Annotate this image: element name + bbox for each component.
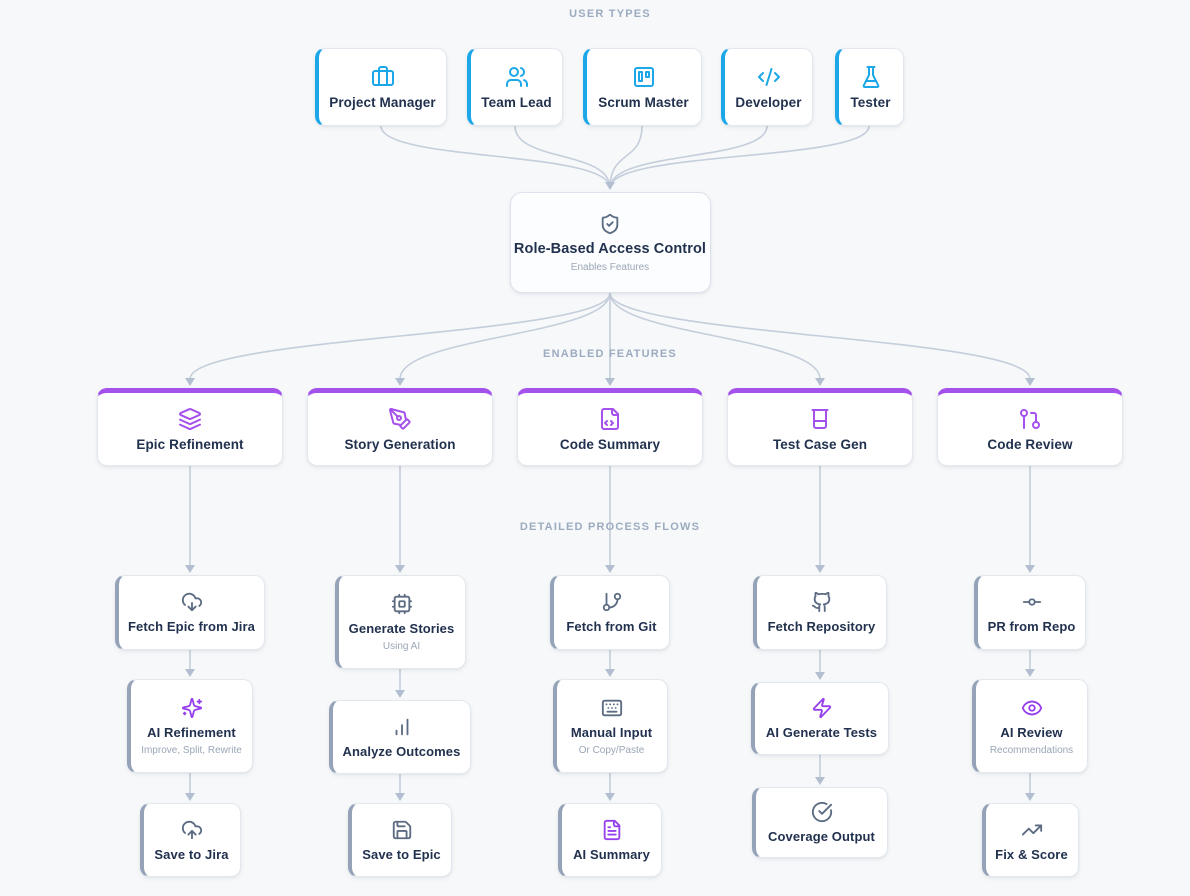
node-coverage-output[interactable]: Coverage Output [752,787,888,858]
node-project-manager[interactable]: Project Manager [315,48,447,126]
node-test-case-gen[interactable]: Test Case Gen [727,388,913,466]
keyboard-icon [601,697,623,719]
pen-tool-icon [388,407,412,431]
node-label: PR from Repo [987,619,1076,634]
node-label: Fix & Score [995,846,1068,862]
node-label: AI Generate Tests [765,725,878,740]
flask-icon [859,65,883,89]
node-label: Save to Epic [362,846,441,862]
eye-icon [1021,697,1043,719]
briefcase-icon [371,65,395,89]
node-label: AI Review [1000,724,1063,740]
node-label: Epic Refinement [136,436,244,452]
zap-icon [811,697,833,719]
sparkles-icon [181,697,203,719]
node-label: Code Summary [559,436,661,452]
node-sublabel: Using AI [382,640,421,652]
node-label: Role-Based Access Control [513,240,707,257]
node-team-lead[interactable]: Team Lead [467,48,563,126]
node-developer[interactable]: Developer [721,48,813,126]
section-label-process-flows: DETAILED PROCESS FLOWS [519,521,701,533]
node-fetch-from-git[interactable]: Fetch from Git [550,575,670,650]
node-sublabel: Or Copy/Paste [578,744,645,756]
save-icon [391,819,413,841]
node-sublabel: Improve, Split, Rewrite [141,744,242,756]
code-icon [757,65,781,89]
node-manual-input[interactable]: Manual Input Or Copy/Paste [552,679,668,773]
node-label: Developer [735,94,802,110]
node-sublabel: Enables Features [570,261,650,273]
node-label: Code Review [987,436,1073,452]
node-label: AI Refinement [147,724,236,740]
node-code-review[interactable]: Code Review [937,388,1123,466]
bar-chart-icon [391,716,413,738]
git-branch-icon [601,591,623,613]
section-label-user-types: USER TYPES [569,8,651,20]
kanban-board-icon [632,65,656,89]
node-label: Generate Stories [348,620,455,636]
layers-icon [178,407,202,431]
node-pr-from-repo[interactable]: PR from Repo [974,575,1086,650]
node-epic-refinement[interactable]: Epic Refinement [97,388,283,466]
node-label: Scrum Master [598,94,689,110]
node-label: Tester [850,94,891,110]
trending-up-icon [1021,819,1043,841]
node-save-to-epic[interactable]: Save to Epic [348,803,452,877]
file-text-icon [601,819,623,841]
node-sublabel: Recommendations [989,744,1074,756]
node-label: Team Lead [481,94,552,110]
cloud-download-icon [181,591,203,613]
node-label: Test Case Gen [772,436,868,452]
node-label: Fetch Epic from Jira [128,619,255,634]
node-fetch-repository[interactable]: Fetch Repository [753,575,887,650]
node-save-to-jira[interactable]: Save to Jira [139,803,241,877]
node-scrum-master[interactable]: Scrum Master [582,48,702,126]
file-code-icon [598,407,622,431]
git-pull-request-icon [1018,407,1042,431]
node-ai-generate-tests[interactable]: AI Generate Tests [751,682,889,755]
git-commit-icon [1021,591,1043,613]
node-label: Analyze Outcomes [342,743,461,759]
section-label-enabled-features: ENABLED FEATURES [543,348,677,360]
cloud-upload-icon [181,819,203,841]
node-label: Story Generation [344,436,456,452]
node-label: Save to Jira [154,846,229,862]
node-analyze-outcomes[interactable]: Analyze Outcomes [329,700,471,774]
node-label: Project Manager [329,94,436,110]
node-story-generation[interactable]: Story Generation [307,388,493,466]
shield-check-icon [599,213,621,235]
node-label: AI Summary [573,846,650,862]
users-icon [505,65,529,89]
node-code-summary[interactable]: Code Summary [517,388,703,466]
github-icon [811,591,833,613]
node-fix-and-score[interactable]: Fix & Score [981,803,1079,877]
beaker-icon [808,407,832,431]
node-label: Fetch Repository [767,619,876,634]
node-label: Fetch from Git [566,619,657,634]
node-label: Manual Input [570,724,653,740]
node-tester[interactable]: Tester [834,48,904,126]
node-ai-summary[interactable]: AI Summary [558,803,662,877]
node-fetch-epic-from-jira[interactable]: Fetch Epic from Jira [115,575,265,650]
cpu-icon [391,593,413,615]
check-circle-icon [811,801,833,823]
node-label: Coverage Output [768,829,875,844]
